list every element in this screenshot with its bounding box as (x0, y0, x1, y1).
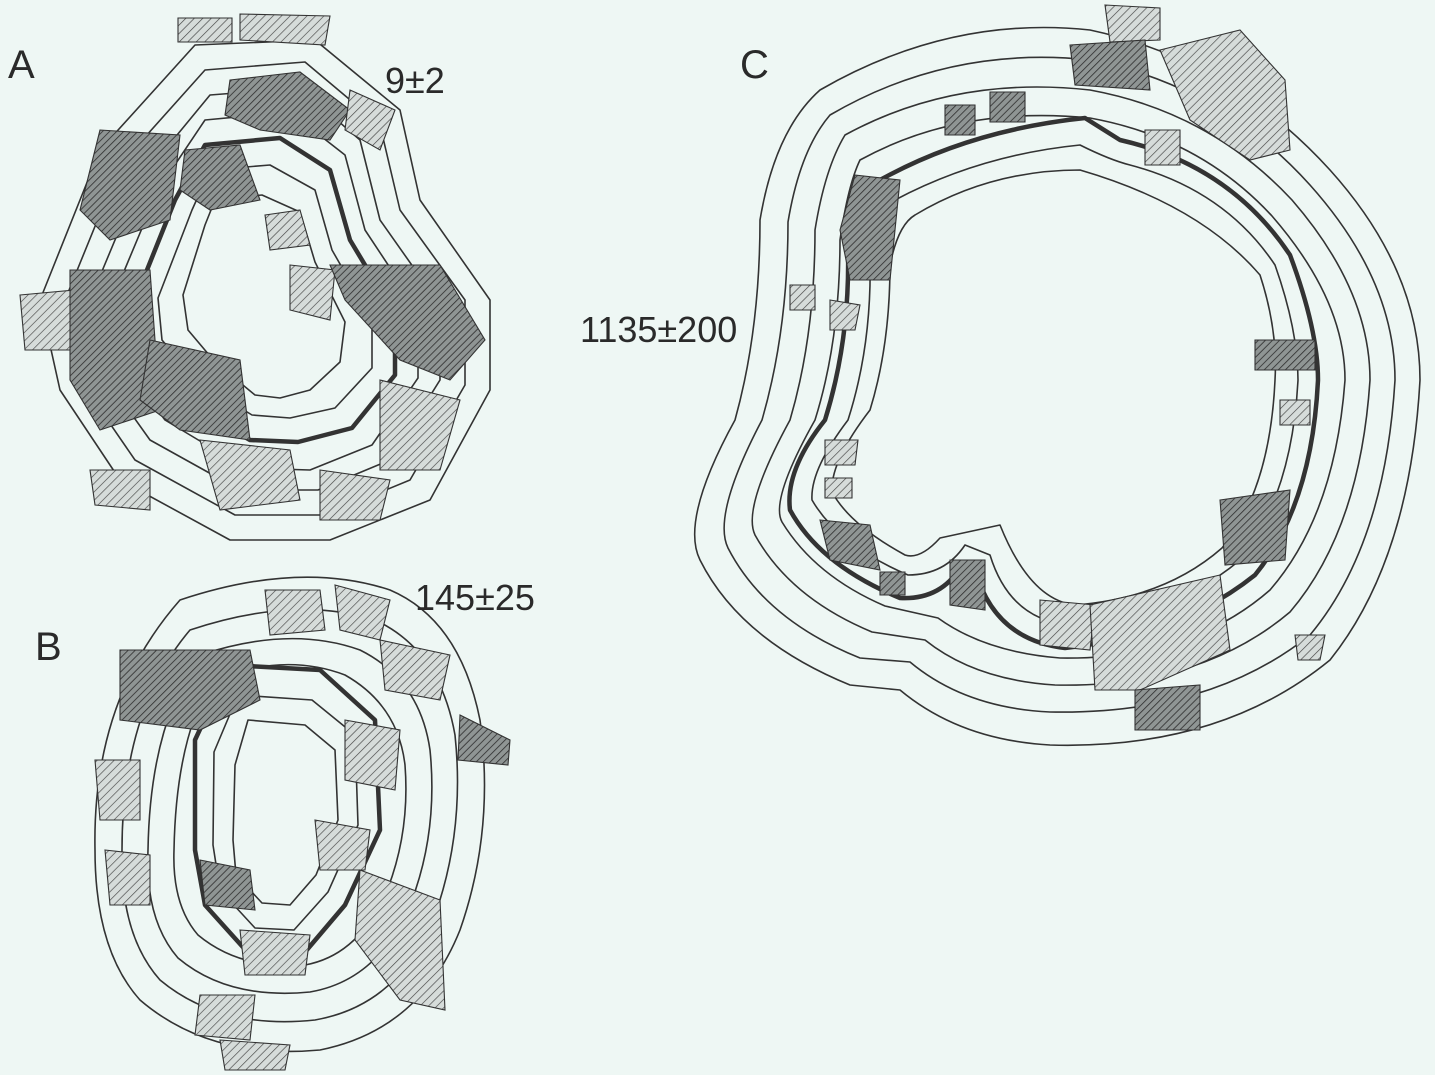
panel-c-patch (829, 299, 861, 331)
panel-b-label: B (35, 625, 62, 669)
panel-b-patch (94, 759, 141, 821)
panel-b-patch (199, 859, 256, 911)
panel-b-patch (354, 869, 446, 1011)
panel-c-patch (1279, 399, 1311, 426)
panel-a-patch (69, 269, 161, 431)
panel-b-patch (379, 639, 451, 701)
panel-b-value: 145±25 (415, 577, 535, 618)
panel-a-label: A (8, 43, 35, 87)
panel-b-patch (457, 714, 511, 766)
panel-c-patch (824, 439, 859, 466)
panel-b-patch (334, 584, 391, 641)
panel-a-patch (344, 89, 396, 151)
panel-c-patch (819, 519, 881, 571)
panel-c-patch (944, 104, 976, 136)
panel-c-patch (1089, 574, 1231, 691)
panel-c-patch (879, 571, 906, 596)
panel-b-patch (264, 589, 326, 636)
panel-c-patch (1254, 339, 1316, 371)
panel-b-contour-4 (173, 663, 407, 967)
panel-a-patch (199, 439, 301, 511)
panel-b-patch (104, 849, 151, 906)
panel-b-contour-1 (94, 576, 486, 1053)
panel-c-patch (1134, 684, 1201, 731)
panel-b-contour-2 (121, 608, 459, 1023)
panel-a-patch (79, 129, 181, 241)
panel-a-patch (224, 71, 351, 141)
panel-a-patch (177, 17, 233, 43)
panel-a-patch (179, 144, 261, 211)
panel-a-patch (289, 264, 336, 321)
panel-c-patch (989, 91, 1026, 123)
panel-c-patch (1219, 489, 1291, 566)
panel-c-inner (831, 169, 1277, 606)
panel-b-patch (194, 994, 256, 1041)
panel-b: B 145±25 (35, 576, 535, 1071)
panel-b-contour-5 (212, 694, 359, 931)
panel-c: C 1135±200 (580, 4, 1421, 747)
panel-c-patch (1039, 599, 1096, 651)
panel-c-patch (949, 559, 986, 611)
panel-a-patch (89, 469, 151, 511)
panel-c-patch (824, 477, 853, 499)
panel-a-contour-5 (157, 164, 373, 419)
panel-b-patch (119, 649, 261, 731)
panel-c-patch (789, 284, 816, 311)
panel-a-patch (319, 469, 391, 521)
panel-c-patch (1144, 129, 1181, 166)
panel-c-label: C (740, 43, 769, 87)
panel-a: A 9±2 (8, 13, 491, 541)
panel-a-patch (139, 339, 251, 441)
panel-c-value: 1135±200 (580, 309, 737, 350)
panel-c-patch (1069, 39, 1151, 91)
panel-b-inner (232, 719, 339, 906)
panel-c-patch (1104, 4, 1161, 43)
panel-a-patches (19, 13, 486, 521)
panel-b-patch (239, 929, 311, 976)
panel-c-patch (839, 174, 901, 281)
panel-c-patch (1159, 29, 1291, 161)
panel-c-patches (789, 4, 1326, 731)
panel-b-patch (219, 1039, 291, 1071)
panel-c-patch (1294, 634, 1326, 661)
panel-a-value: 9±2 (385, 60, 445, 101)
panel-b-patch (344, 719, 401, 791)
panel-c-contour-3 (751, 86, 1371, 686)
panel-a-patch (329, 264, 486, 381)
panel-a-patch (379, 379, 461, 471)
panel-b-patches (94, 584, 511, 1071)
panel-a-patch (239, 13, 331, 46)
panel-b-contour-3 (146, 637, 433, 995)
panel-b-patch (314, 819, 371, 871)
panel-a-patch (264, 209, 311, 251)
